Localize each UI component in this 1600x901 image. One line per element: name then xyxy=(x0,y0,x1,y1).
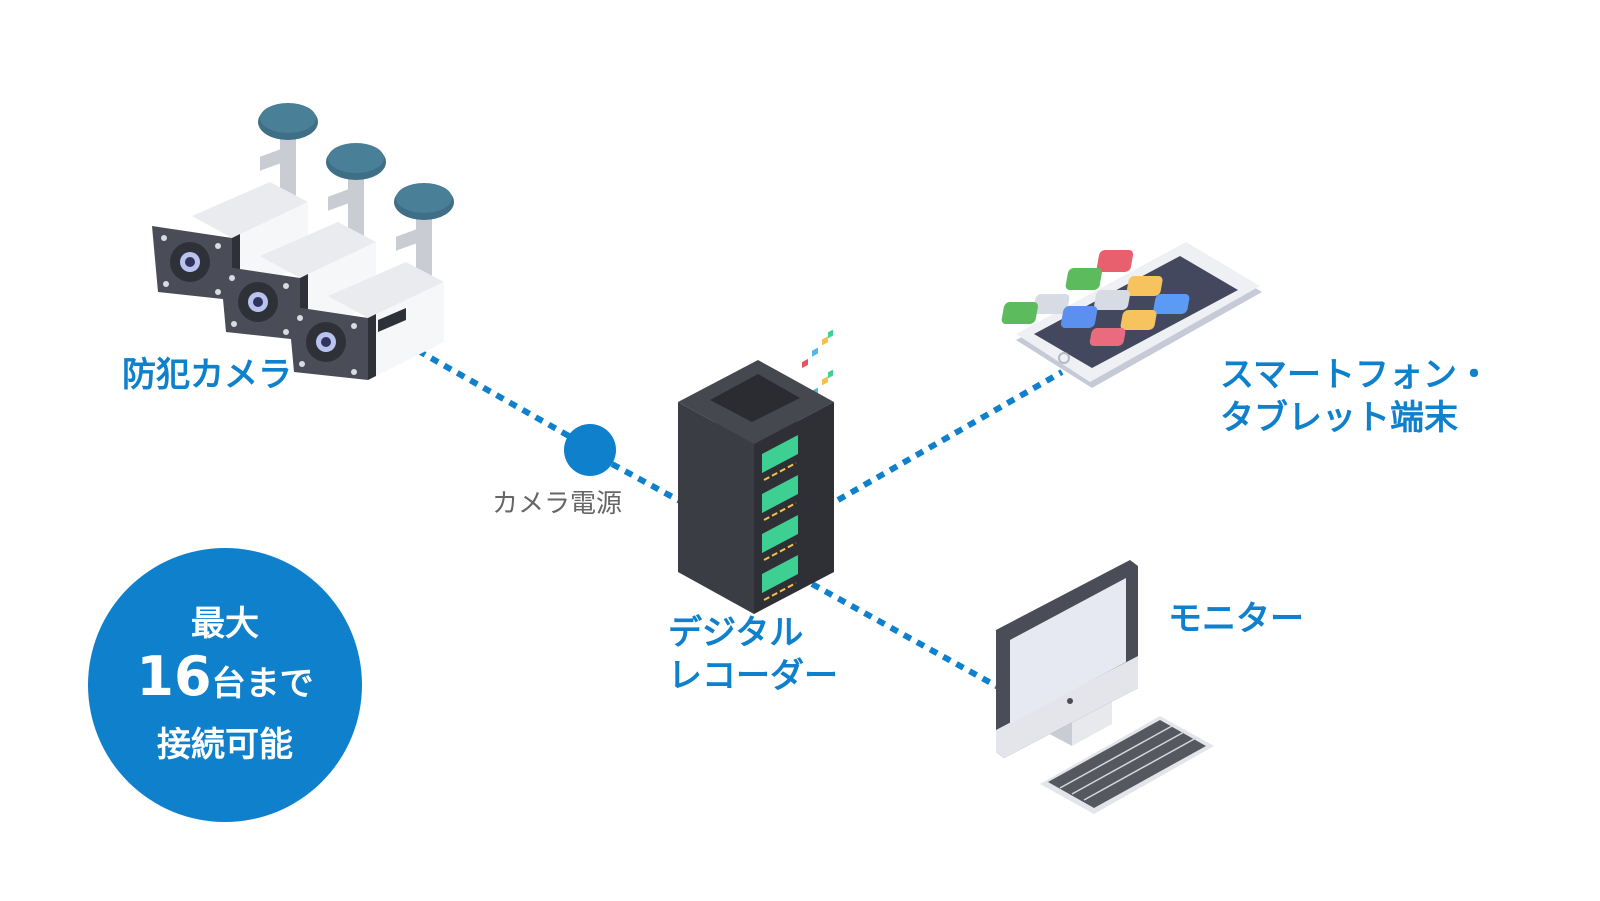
recorder-label-line1: デジタル xyxy=(668,613,804,653)
edge-recorder-monitor xyxy=(810,581,1002,691)
recorder-label-line2: レコーダー xyxy=(668,655,838,696)
badge-line3: 接続可能 xyxy=(157,724,293,765)
monitor-label: モニター xyxy=(1168,598,1304,641)
monitor-label-text: モニター xyxy=(1168,599,1304,639)
badge-count: 16 xyxy=(136,644,212,708)
camera-label: 防犯カメラ xyxy=(122,354,292,397)
badge-line2: 16台まで xyxy=(136,644,314,720)
recorder-label: デジタル レコーダー xyxy=(668,612,838,697)
phone-label-line1: スマートフォン・ xyxy=(1220,355,1491,395)
power-node-icon xyxy=(564,424,616,476)
camera-label-text: 防犯カメラ xyxy=(122,355,292,395)
power-label: カメラ電源 xyxy=(492,488,622,521)
badge-line1: 最大 xyxy=(191,603,259,644)
power-label-text: カメラ電源 xyxy=(492,489,623,519)
badge-count-suffix: 台まで xyxy=(211,663,314,704)
edge-power-recorder xyxy=(610,461,702,515)
phone-label: スマートフォン・ タブレット端末 xyxy=(1220,354,1491,439)
max-connections-badge: 最大 16台まで 接続可能 xyxy=(88,548,362,822)
edge-camera-power xyxy=(390,333,578,443)
edge-recorder-phone xyxy=(836,369,1064,503)
phone-label-line2: タブレット端末 xyxy=(1220,397,1458,438)
